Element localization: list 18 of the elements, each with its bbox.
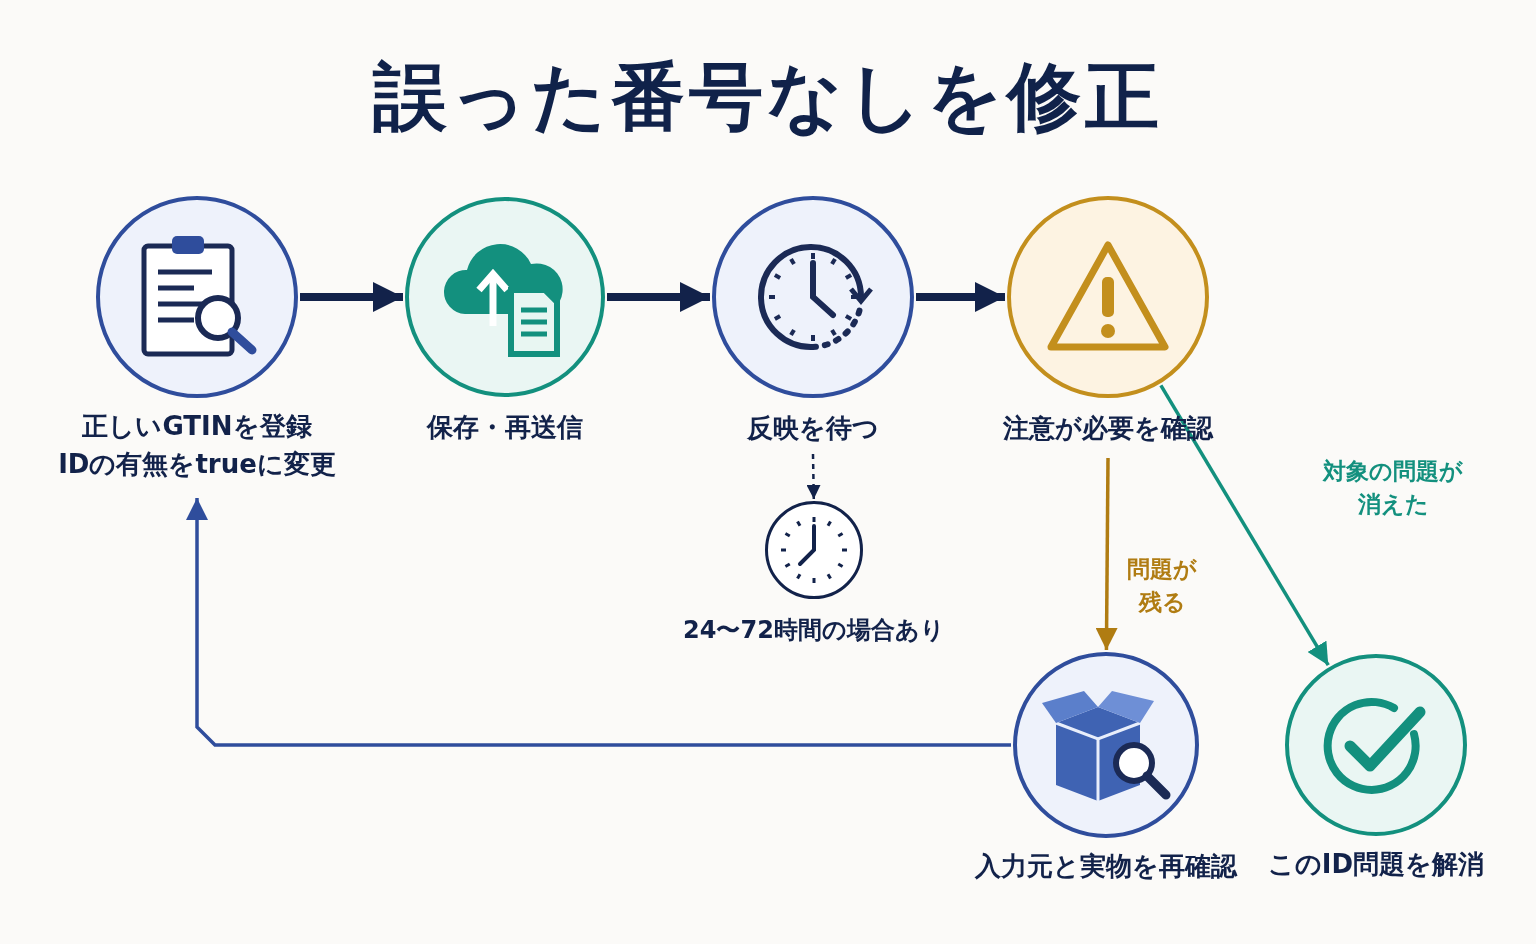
step-label: IDの有無をtrueに変更 xyxy=(58,447,336,481)
arrow xyxy=(607,282,710,312)
arrow xyxy=(186,498,1011,747)
edge-label: 対象の問題が消えた xyxy=(1321,457,1464,520)
step-label: 24〜72時間の場合あり xyxy=(683,615,945,646)
arrow xyxy=(300,282,403,312)
title: 誤った番号なしを修正 xyxy=(373,52,1163,141)
arrow xyxy=(1159,384,1330,667)
step-label: 注意が必要を確認 xyxy=(1003,412,1213,445)
step-label: 入力元と実物を再確認 xyxy=(975,850,1237,883)
edge-label: 問題が残る xyxy=(1126,555,1198,618)
step-label: 反映を待つ xyxy=(747,412,879,445)
arrow xyxy=(1095,458,1118,650)
step-label: このID問題を解消 xyxy=(1267,848,1485,881)
step-label: 保存・再送信 xyxy=(427,411,583,444)
step-label: 正しいGTINを登録 xyxy=(82,410,312,443)
arrow xyxy=(806,453,821,500)
arrow xyxy=(916,282,1005,312)
